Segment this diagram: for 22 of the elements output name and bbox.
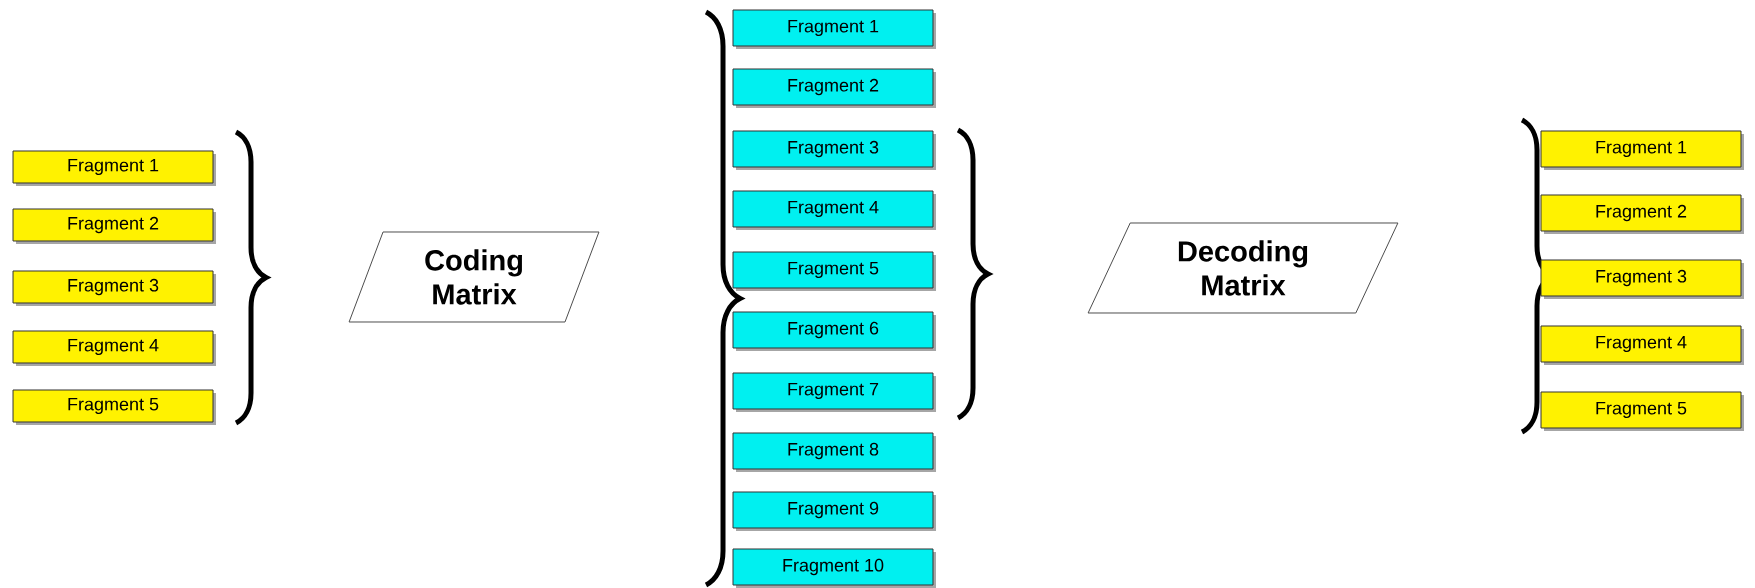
fragment-box: Fragment 10 <box>732 548 936 588</box>
fragment-box: Fragment 8 <box>732 432 936 472</box>
fragment-box: Fragment 7 <box>732 372 936 412</box>
fragment-box: Fragment 4 <box>12 330 216 366</box>
fragment-box: Fragment 4 <box>732 190 936 230</box>
fragment-box: Fragment 5 <box>12 389 216 425</box>
fragment-box: Fragment 3 <box>12 270 216 306</box>
fragment-box: Fragment 1 <box>732 9 936 49</box>
fragment-box: Fragment 2 <box>1540 194 1744 234</box>
fragment-box: Fragment 5 <box>732 251 936 291</box>
fragment-box: Fragment 5 <box>1540 391 1744 431</box>
parallelogram-box: Coding Matrix <box>348 231 600 323</box>
fragment-box: Fragment 1 <box>12 150 216 186</box>
fragment-box: Fragment 3 <box>1540 259 1744 299</box>
fragment-box: Fragment 1 <box>1540 130 1744 170</box>
fragment-box: Fragment 2 <box>732 68 936 108</box>
fragment-box: Fragment 4 <box>1540 325 1744 365</box>
fragment-box: Fragment 6 <box>732 311 936 351</box>
fragment-box: Fragment 9 <box>732 491 936 531</box>
fragment-box: Fragment 3 <box>732 130 936 170</box>
fragment-box: Fragment 2 <box>12 208 216 244</box>
parallelogram-box: Decoding Matrix <box>1087 222 1399 314</box>
